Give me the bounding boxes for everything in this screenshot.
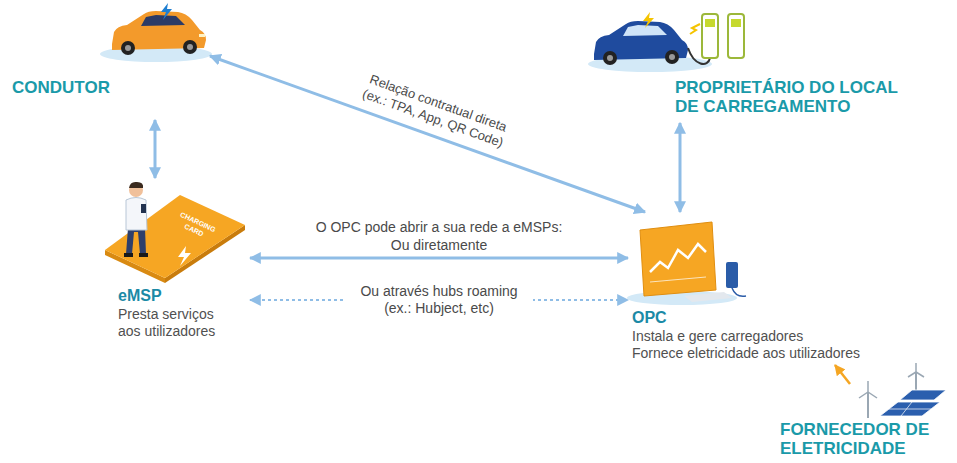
turbine-blade bbox=[859, 392, 868, 398]
turbine-blade bbox=[916, 372, 924, 377]
car-bolt bbox=[643, 12, 654, 28]
diagram-node: CONDUTOR bbox=[10, 8, 210, 120]
solar-panel bbox=[880, 402, 940, 416]
car-wheel bbox=[665, 50, 679, 64]
renewable-supply bbox=[859, 363, 946, 418]
text-block: OPCInstala e gere carregadoresFornece el… bbox=[632, 308, 922, 362]
person-phone bbox=[141, 204, 146, 213]
node-description: Presta serviços aos utilizadores bbox=[118, 306, 236, 340]
keyboard bbox=[684, 292, 732, 302]
charging-card-user bbox=[105, 182, 245, 283]
car-hub bbox=[187, 44, 193, 50]
dashboard-screen bbox=[640, 222, 716, 296]
solar-panel bbox=[900, 390, 946, 400]
connector-arrow bbox=[210, 56, 645, 212]
car-window bbox=[141, 15, 185, 26]
panel-grid bbox=[901, 402, 912, 416]
charger-screen bbox=[731, 19, 741, 27]
person-torso bbox=[126, 198, 147, 231]
small-charger bbox=[726, 262, 738, 288]
edge-label: Relação contratual direta (ex.: TPA, App… bbox=[353, 68, 519, 154]
car-wheel bbox=[183, 40, 197, 54]
person-shoe bbox=[124, 253, 133, 257]
edge-label-box: Relação contratual direta (ex.: TPA, App… bbox=[353, 68, 519, 154]
panel-grid bbox=[889, 409, 931, 410]
dashboard-chart bbox=[650, 244, 706, 272]
connector-arrow bbox=[679, 123, 682, 212]
car-hub bbox=[607, 55, 613, 61]
diagram-node: OPCInstala e gere carregadoresFornece el… bbox=[628, 212, 926, 365]
owner-car-and-chargers bbox=[588, 12, 744, 72]
text-block: eMSPPresta serviços aos utilizadores bbox=[118, 286, 236, 340]
node-title: OPC bbox=[632, 308, 922, 328]
text-block: FORNECEDOR DE ELETRICIDADE bbox=[780, 420, 940, 458]
turbine-blade bbox=[867, 381, 869, 392]
node-title: PROPRIETÁRIO DO LOCAL DE CARREGAMENTO bbox=[675, 78, 920, 116]
charging-card bbox=[105, 195, 245, 278]
connector-arrow bbox=[154, 120, 157, 178]
car-hub bbox=[125, 45, 131, 51]
person-shoe bbox=[139, 253, 148, 257]
edge-label-box: Ou através hubs roaming (ex.: Hubject, e… bbox=[345, 283, 533, 317]
person-legs bbox=[126, 228, 146, 254]
node-title: CONDUTOR bbox=[12, 78, 132, 97]
text-block: CONDUTOR bbox=[12, 78, 132, 97]
node-description: Instala e gere carregadores bbox=[632, 328, 922, 345]
text-block: PROPRIETÁRIO DO LOCAL DE CARREGAMENTO bbox=[675, 78, 920, 116]
driver-car bbox=[100, 3, 212, 62]
car-light bbox=[199, 34, 205, 37]
edge-label-box: O OPC pode abrir a sua rede a eMSPs: Ou … bbox=[308, 218, 570, 254]
operator-screen bbox=[627, 222, 746, 305]
dashboard-axis bbox=[650, 277, 706, 282]
small-charger-cable bbox=[732, 288, 746, 296]
charger-screen bbox=[705, 19, 715, 27]
energy-spark bbox=[690, 24, 700, 34]
car-bolt bbox=[161, 3, 172, 20]
card-bolt bbox=[178, 246, 191, 266]
card-label: CHARGING CARD bbox=[173, 209, 219, 243]
diagram-node: PROPRIETÁRIO DO LOCAL DE CARREGAMENTO bbox=[585, 8, 940, 123]
card-label-box: CHARGING CARD bbox=[173, 209, 219, 243]
node-description: Fornece eletricidade aos utilizadores bbox=[632, 345, 922, 362]
diagram-node: FORNECEDOR DE ELETRICIDADE bbox=[776, 384, 954, 462]
turbine-tower bbox=[867, 392, 869, 418]
turbine-blade bbox=[915, 363, 917, 372]
car-wheel bbox=[603, 51, 617, 65]
turbine-blade bbox=[908, 372, 916, 377]
connector-arrow bbox=[835, 365, 850, 384]
turbine-blade bbox=[868, 392, 877, 398]
node-title: eMSP bbox=[118, 286, 236, 306]
car-window bbox=[623, 25, 667, 36]
car-hub bbox=[669, 54, 675, 60]
person-hair bbox=[129, 182, 143, 188]
car-wheel bbox=[121, 41, 135, 55]
charger bbox=[728, 14, 744, 58]
edge-label: Ou através hubs roaming (ex.: Hubject, e… bbox=[349, 283, 529, 317]
edge-label: O OPC pode abrir a sua rede a eMSPs: Ou … bbox=[308, 218, 570, 254]
diagram-node: eMSPPresta serviços aos utilizadores bbox=[100, 178, 250, 343]
turbine-tower bbox=[915, 372, 917, 392]
connector-arrow bbox=[250, 299, 628, 301]
charger bbox=[702, 14, 718, 58]
connector-arrow bbox=[250, 257, 628, 260]
node-title: FORNECEDOR DE ELETRICIDADE bbox=[780, 420, 940, 458]
